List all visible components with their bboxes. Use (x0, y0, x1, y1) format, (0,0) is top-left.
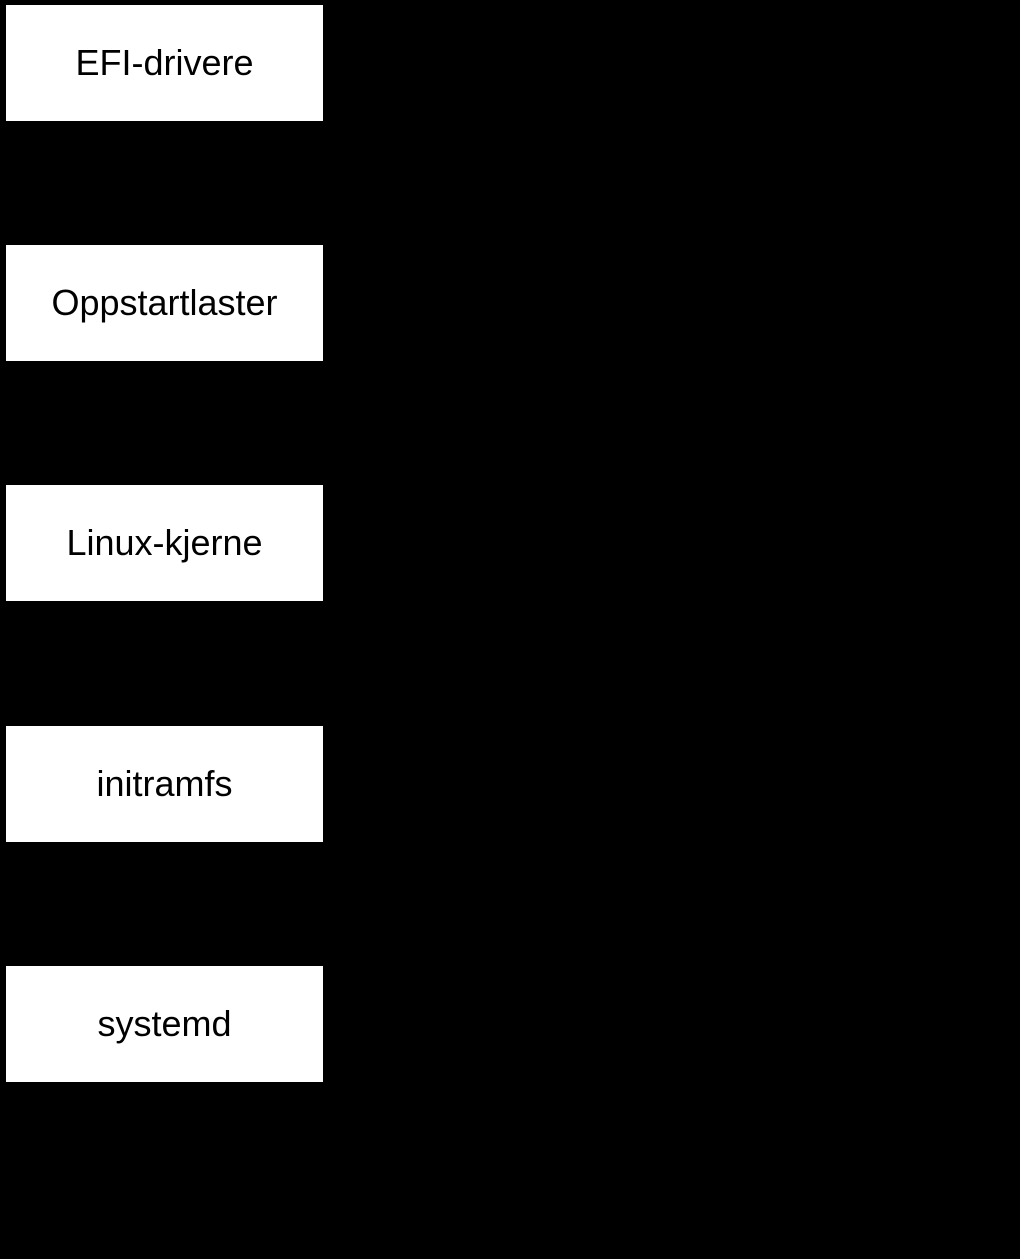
node-efi-drivere: EFI-drivere (6, 5, 323, 121)
node-oppstartlaster: Oppstartlaster (6, 245, 323, 361)
node-label: EFI-drivere (75, 42, 254, 83)
node-label: initramfs (96, 763, 233, 804)
node-label: Linux-kjerne (66, 522, 263, 563)
node-label: systemd (97, 1003, 232, 1044)
node-linux-kjerne: Linux-kjerne (6, 485, 323, 601)
node-label: Oppstartlaster (51, 282, 278, 323)
node-initramfs: initramfs (6, 726, 323, 842)
node-systemd: systemd (6, 966, 323, 1082)
